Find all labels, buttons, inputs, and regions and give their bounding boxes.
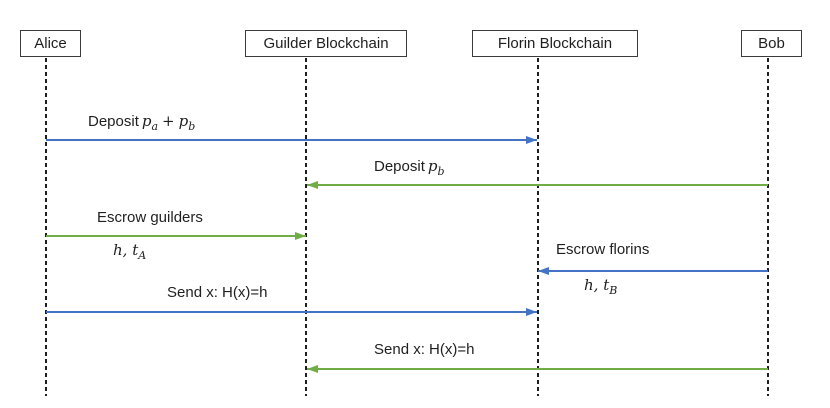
arrowhead-left-icon [307, 365, 318, 373]
message-arrow-deposit-pa-pb [46, 136, 537, 144]
lifeline-florin [537, 58, 539, 396]
lifeline-bob [767, 58, 769, 396]
actor-label-alice: Alice [34, 35, 67, 52]
message-label-escrow-guilders: Escrow guilders [97, 209, 203, 227]
arrowhead-left-icon [538, 267, 549, 275]
message-arrow-escrow-guilders [46, 232, 306, 240]
message-label-send-x-guilder: Send x: H(x)=h [374, 341, 474, 359]
actor-box-guilder-blockchain: Guilder Blockchain [245, 30, 407, 57]
message-arrow-send-x-guilder [307, 365, 768, 373]
arrowhead-right-icon [526, 308, 537, 316]
actor-box-florin-blockchain: Florin Blockchain [472, 30, 638, 57]
message-arrow-deposit-pb [307, 181, 768, 189]
label-text: Send x: H(x)=h [167, 284, 268, 301]
message-note-h-ta: h, tA [113, 241, 147, 262]
label-text: Deposit [88, 113, 139, 130]
actor-label-guilder-blockchain: Guilder Blockchain [263, 35, 389, 52]
arrowhead-right-icon [295, 232, 306, 240]
arrowhead-right-icon [526, 136, 537, 144]
actor-box-bob: Bob [741, 30, 802, 57]
actor-box-alice: Alice [20, 30, 81, 57]
actor-label-bob: Bob [758, 35, 785, 52]
lifeline-alice [45, 58, 47, 396]
lifeline-guilder [305, 58, 307, 396]
message-arrow-send-x-florin [46, 308, 537, 316]
math-expression: pa+pb [141, 112, 196, 133]
actor-label-florin-blockchain: Florin Blockchain [497, 35, 613, 52]
label-text: Escrow florins [556, 241, 650, 258]
message-label-escrow-florins: Escrow florins [556, 241, 649, 259]
message-label-send-x-florin: Send x: H(x)=h [167, 284, 267, 302]
math-expression: pb [427, 157, 445, 178]
arrowhead-left-icon [307, 181, 318, 189]
label-text: Send x: H(x)=h [374, 341, 475, 358]
message-note-h-tb: h, tB [584, 276, 618, 297]
message-arrow-escrow-florins [538, 267, 768, 275]
label-text: Escrow guilders [97, 209, 203, 226]
label-text: Deposit [374, 158, 425, 175]
